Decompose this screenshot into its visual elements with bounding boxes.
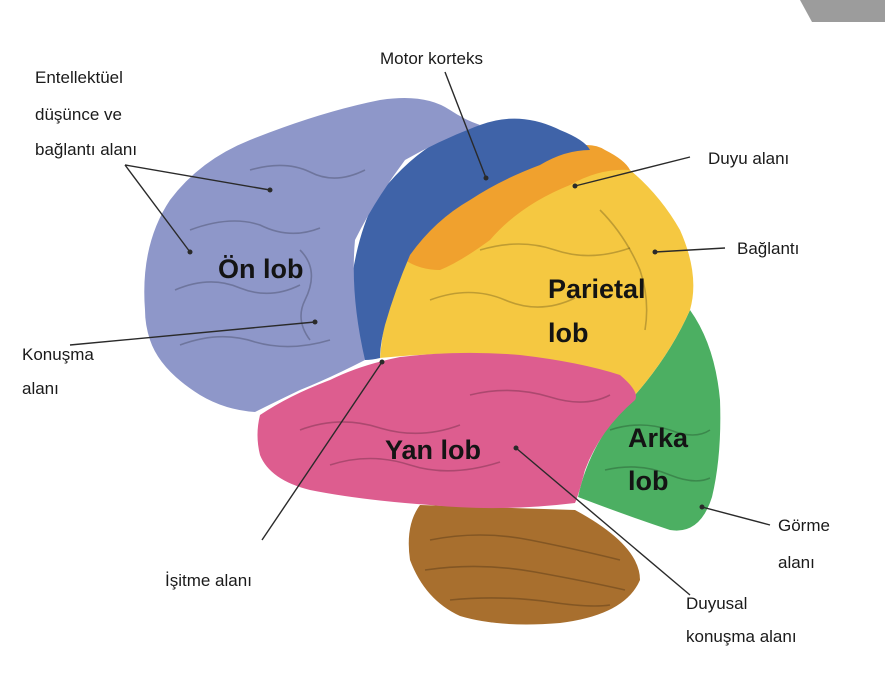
parietal-lobe-label-line2: lob — [548, 318, 589, 348]
sensory-area-label: Duyu alanı — [708, 149, 789, 168]
intellectual-label-line1: Entellektüel — [35, 68, 123, 87]
sensory-speech-label-line1: Duyusal — [686, 594, 747, 613]
occipital-lobe-label-line1: Arka — [628, 423, 689, 453]
corner-fragment — [800, 0, 885, 22]
motor-cortex-label: Motor korteks — [380, 49, 483, 68]
occipital-lobe-label-line2: lob — [628, 466, 669, 496]
intellectual-label-line2: düşünce ve — [35, 105, 122, 124]
vision-area-label-line1: Görme — [778, 516, 830, 535]
association-label: Bağlantı — [737, 239, 799, 258]
temporal-lobe-label: Yan lob — [385, 435, 481, 465]
vision-area-label-line2: alanı — [778, 553, 815, 572]
sensory-speech-label-line2: konuşma alanı — [686, 627, 797, 646]
speech-area-label-line2: alanı — [22, 379, 59, 398]
frontal-lobe-label: Ön lob — [218, 254, 303, 284]
speech-area-label-line1: Konuşma — [22, 345, 94, 364]
hearing-area-label: İşitme alanı — [165, 571, 252, 590]
parietal-lobe-label-line1: Parietal — [548, 274, 646, 304]
intellectual-label-line3: bağlantı alanı — [35, 140, 137, 159]
